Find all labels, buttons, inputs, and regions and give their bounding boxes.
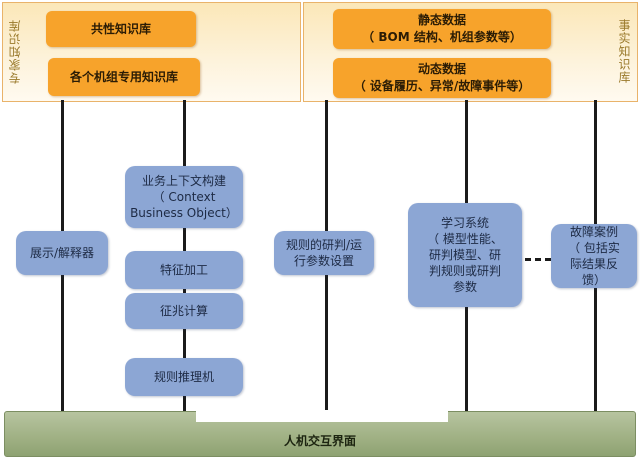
fault-cases-box: 故障案例 （ 包括实 际结果反 馈）: [551, 224, 637, 288]
business-context-box: 业务上下文构建 （ Context Business Object）: [125, 166, 243, 228]
static-data-box: 静态数据 （ BOM 结构、机组参数等）: [333, 9, 551, 49]
rule-reasoning-engine-box: 规则推理机: [125, 358, 243, 396]
unit-knowledge-box: 各个机组专用知识库: [48, 58, 200, 96]
display-explainer-box: 展示/解释器: [16, 231, 108, 275]
human-machine-interface-label: 人机交互界面: [283, 434, 356, 448]
expert-knowledge-label: 专家知识库: [8, 18, 22, 84]
symptom-calculation-box: 征兆计算: [125, 293, 243, 329]
rules-parameter-box: 规则的研判/运 行参数设置: [274, 231, 374, 275]
learning-system-box: 学习系统 （ 模型性能、 研判模型、研 判规则或研判 参数: [408, 203, 522, 307]
dashed-connector: [525, 258, 551, 261]
feature-processing-box: 特征加工: [125, 251, 243, 289]
human-machine-interface-bar: 人机交互界面: [4, 410, 636, 457]
fact-knowledge-label: 事实知识库: [617, 18, 631, 84]
dynamic-data-box: 动态数据 （ 设备履历、异常/故障事件等）: [333, 58, 551, 98]
common-knowledge-box: 共性知识库: [46, 11, 196, 47]
